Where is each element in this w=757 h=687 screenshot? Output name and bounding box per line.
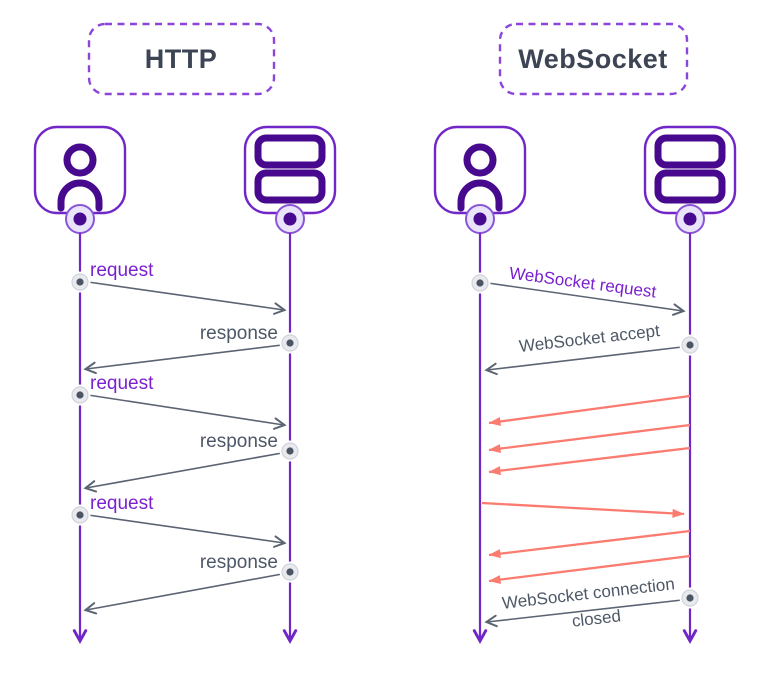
websocket-section: WebSocket: [433, 22, 737, 645]
http-request-arrow-3: [87, 514, 284, 543]
ws-server-push-arrow-3: [488, 446, 691, 476]
lifeline-endpoint: [675, 204, 705, 234]
websocket-client-actor: [433, 125, 527, 645]
message-origin-dot: [679, 587, 701, 609]
ws-close-label-line2: closed: [571, 606, 622, 630]
websocket-title-badge: WebSocket: [498, 22, 689, 96]
ws-server-push-arrow-1: [488, 394, 691, 426]
http-response-arrow-1: [86, 344, 283, 369]
ws-server-push-arrow-2: [488, 423, 691, 454]
ws-close-arrow: [487, 599, 683, 622]
websocket-title-border: [498, 22, 689, 96]
server-stack-icon: [654, 134, 726, 204]
ws-client-send-arrow: [481, 501, 685, 518]
ws-server-push-arrow-4: [488, 529, 691, 559]
http-title: HTTP: [145, 44, 218, 74]
server-stack-icon: [254, 134, 326, 204]
lifeline-endpoint: [465, 204, 495, 234]
message-origin-dot: [469, 272, 491, 294]
http-response-arrow-3: [86, 573, 283, 610]
http-response-label-1: response: [200, 323, 278, 344]
http-request-arrow-2: [87, 394, 284, 425]
http-client-actor: [33, 125, 127, 645]
ws-request-arrow: [487, 282, 683, 311]
message-origin-dot: [679, 334, 701, 356]
message-origin-dot: [69, 271, 91, 293]
http-response-label-3: response: [200, 552, 278, 573]
ws-accept-label: WebSocket accept: [518, 321, 661, 356]
ws-accept-arrow: [487, 346, 683, 370]
http-request-label-1: request: [90, 260, 154, 281]
user-icon: [457, 143, 503, 212]
http-section: HTTP: [33, 22, 337, 645]
message-origin-dot: [69, 504, 91, 526]
websocket-server-actor: [643, 125, 737, 645]
lifeline-endpoint: [65, 204, 95, 234]
lifeline-endpoint: [275, 204, 305, 234]
http-request-label-3: request: [90, 493, 154, 514]
http-request-arrow-1: [87, 281, 284, 310]
http-response-arrow-2: [86, 452, 283, 488]
websocket-title: WebSocket: [518, 44, 668, 74]
http-response-label-2: response: [200, 431, 278, 452]
user-icon: [57, 143, 103, 212]
http-title-border: [87, 22, 276, 96]
message-origin-dot: [69, 384, 91, 406]
message-origin-dot: [279, 332, 301, 354]
message-origin-dot: [279, 561, 301, 583]
message-origin-dot: [279, 440, 301, 462]
ws-close-label-line1: WebSocket connection: [501, 574, 676, 613]
http-request-label-2: request: [90, 373, 154, 394]
http-title-badge: HTTP: [87, 22, 276, 96]
ws-server-push-arrow-5: [488, 554, 691, 585]
